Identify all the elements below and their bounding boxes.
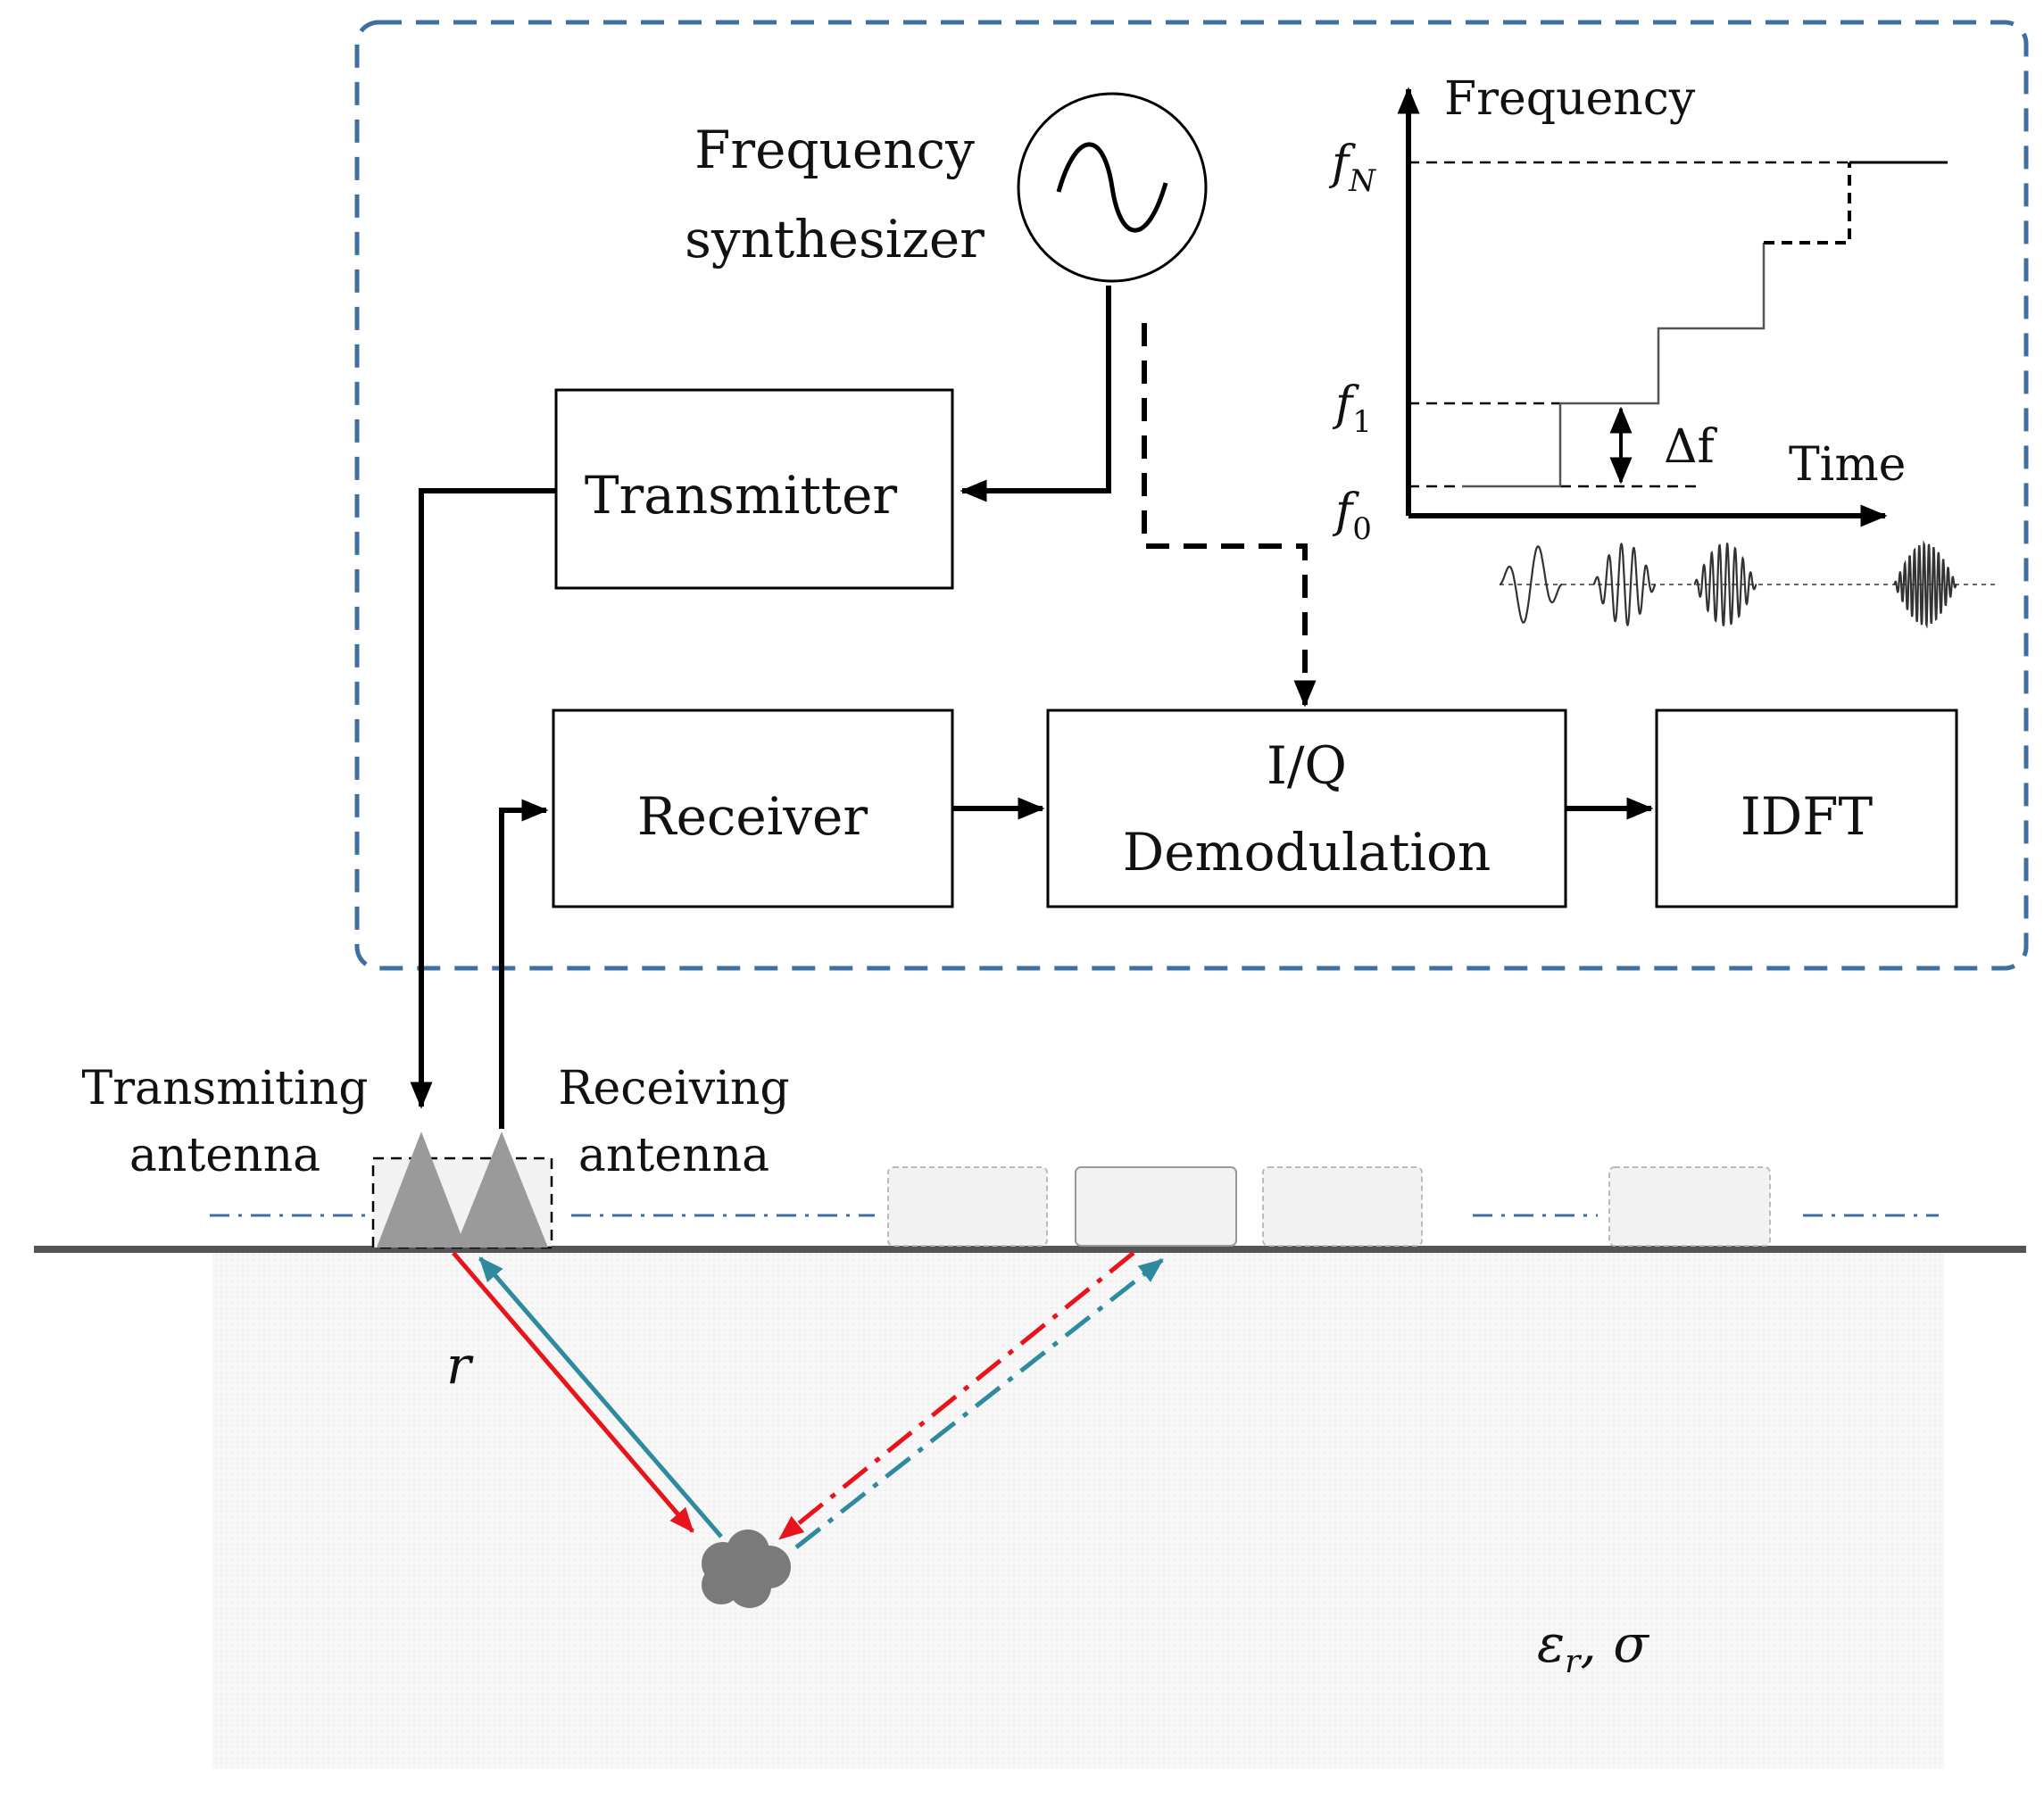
waveform-burst-3: [1693, 542, 1757, 627]
waveform-burst-1: [1499, 545, 1563, 624]
tick-fN: fN: [1328, 137, 1376, 199]
tick-f0: f0: [1332, 485, 1372, 547]
synth-to-iq-dashed-line: [1142, 323, 1317, 708]
medium-properties-label: εr, σ: [1537, 1613, 1649, 1680]
scan-track: [210, 1166, 1939, 1247]
scan-position-box: [1608, 1166, 1771, 1247]
transmitter-block: Transmitter: [554, 388, 954, 590]
frequency-staircase-dashed: [1764, 162, 1851, 245]
reflected-ray-offset: [794, 1258, 1164, 1549]
transmitting-antenna-label-line1: Transmiting: [82, 1062, 369, 1115]
sine-wave-icon: [1056, 142, 1168, 233]
scan-position-box: [1262, 1166, 1423, 1247]
incident-ray: [452, 1251, 694, 1533]
frequency-synthesizer: Frequency synthesizer: [685, 92, 1208, 283]
delta-f-label: Δf: [1664, 420, 1718, 474]
system-frame: [354, 20, 2029, 971]
transmitting-antenna-label-line2: antenna: [129, 1129, 320, 1182]
antenna-to-receiver-line: [499, 799, 549, 1129]
inset-x-axis-label: Time: [1789, 438, 1906, 492]
frequency-staircase: [1462, 243, 1766, 488]
tick-f1: f1: [1332, 377, 1372, 440]
transmitter-to-antenna-line: [410, 488, 556, 1109]
antenna-assembly: Transmiting antenna Receiving antenna: [82, 1062, 790, 1249]
incident-ray-offset: [778, 1251, 1135, 1540]
stepped-frequency-inset: Frequency Time Δf fN f1 f0: [1328, 72, 1999, 629]
receiver-label: Receiver: [637, 786, 868, 847]
iq-demodulation-block: I/Q Demodulation: [1046, 709, 1567, 908]
scan-position-box: [887, 1166, 1048, 1247]
idft-block: IDFT: [1655, 709, 1958, 908]
receiving-antenna-label-line1: Receiving: [558, 1062, 789, 1115]
synthesizer-label-line1: Frequency: [694, 120, 975, 180]
soil-region: [212, 1251, 1944, 1769]
transmitting-antenna-icon: [377, 1132, 466, 1248]
receiving-antenna-label-line2: antenna: [578, 1129, 769, 1182]
buried-target-icon: [702, 1530, 791, 1608]
range-label: r: [446, 1335, 474, 1396]
iq-label-line1: I/Q: [1267, 735, 1347, 796]
idft-label: IDFT: [1741, 786, 1874, 847]
reflected-ray: [478, 1256, 723, 1538]
synth-to-transmitter-line: [960, 286, 1111, 502]
scan-position-box-current: [1075, 1166, 1237, 1247]
synthesizer-label-line2: synthesizer: [685, 209, 985, 269]
receiver-block: Receiver: [552, 709, 954, 908]
inset-y-axis-label: Frequency: [1444, 72, 1696, 126]
transmitter-label: Transmitter: [585, 465, 898, 526]
receiving-antenna-icon: [455, 1132, 548, 1248]
waveform-burst-2: [1592, 542, 1657, 627]
iq-label-line2: Demodulation: [1123, 822, 1491, 883]
waveform-burst-4: [1893, 540, 1957, 629]
